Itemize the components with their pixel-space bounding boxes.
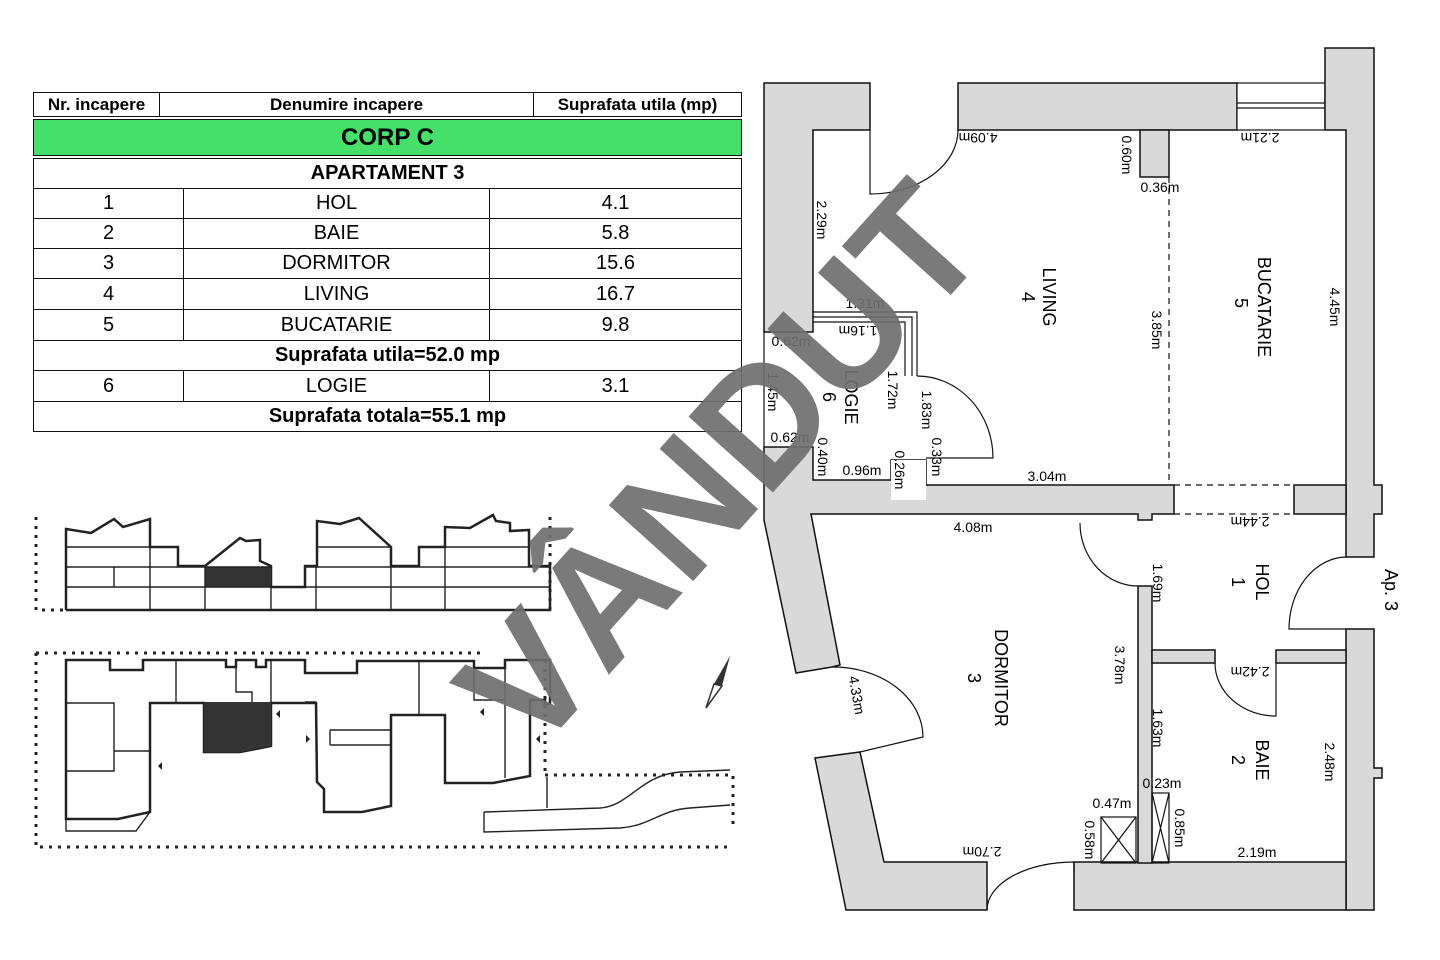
- dimension: 0.23m: [1143, 775, 1182, 791]
- north-arrow-icon: [705, 656, 730, 709]
- dimension: 1.16m: [839, 323, 878, 339]
- dimension: 1.63m: [1150, 709, 1166, 748]
- dimension-labels: 4.09m 0.60m 0.36m 2.21m 2.29m 3.85m 4.45…: [765, 130, 1343, 860]
- entrance-label: Ap. 3: [1381, 569, 1401, 611]
- dimension: 4.09m: [959, 130, 998, 146]
- dimension: 3.85m: [1149, 311, 1165, 350]
- door: [831, 666, 924, 753]
- room-number: 1: [1228, 577, 1248, 587]
- dimension: 1.72m: [885, 371, 901, 410]
- dimension: 0.85m: [1172, 809, 1188, 848]
- floor-plan: [763, 47, 1383, 911]
- window: [1236, 82, 1326, 131]
- dimension: 4.45m: [1327, 288, 1343, 327]
- room-number: 3: [964, 673, 984, 683]
- dimension: 0.62m: [772, 333, 811, 349]
- room-living: LIVING: [1039, 267, 1059, 326]
- door: [986, 861, 1075, 911]
- apartment-highlight-plan: [204, 702, 271, 752]
- dimension: 1.83m: [919, 391, 935, 430]
- dimension: 0.62m: [771, 429, 810, 445]
- dimension: 1.69m: [1150, 564, 1166, 603]
- dimension: 2.70m: [963, 844, 1002, 860]
- site-plan: [34, 651, 735, 849]
- total-area: Suprafata totala=55.1 mp: [33, 401, 742, 432]
- dimension: 3.04m: [1028, 468, 1067, 484]
- gap: [891, 460, 926, 500]
- header-area: Suprafata utila (mp): [533, 92, 742, 117]
- entrance-door: [1288, 556, 1347, 630]
- dimension: 0.33m: [929, 438, 945, 477]
- dimension: 1.45m: [765, 373, 781, 412]
- room-number: 2: [1228, 755, 1248, 765]
- dimension: 3.78m: [1112, 646, 1128, 685]
- room-number: 4: [1018, 292, 1038, 302]
- door: [869, 129, 959, 195]
- door: [916, 375, 994, 459]
- dimension: 2.29m: [814, 201, 830, 240]
- room-number: 6: [819, 392, 839, 402]
- room-labels: LIVING 4 BUCATARIE 5 LOGIE 6 HOL 1 DORMI…: [819, 257, 1401, 781]
- dimension: 0.26m: [892, 451, 908, 490]
- dimension: 2.48m: [1322, 743, 1338, 782]
- corp-title: CORP C: [33, 119, 742, 156]
- room-logie: LOGIE: [841, 369, 861, 424]
- door: [1214, 662, 1277, 717]
- dimension: 2.44m: [1231, 514, 1270, 530]
- dimension: 0.47m: [1093, 795, 1132, 811]
- apartment-highlight-elevation: [205, 567, 271, 587]
- room-dormitor: DORMITOR: [991, 629, 1011, 727]
- dimension: 0.58m: [1082, 821, 1098, 860]
- dimension: 0.60m: [1119, 136, 1135, 175]
- dimension: 2.42m: [1231, 664, 1270, 680]
- dimension: 2.21m: [1241, 130, 1280, 146]
- room-bucatarie: BUCATARIE: [1254, 257, 1274, 357]
- dimension: 2.19m: [1238, 844, 1277, 860]
- dimension: 0.40m: [815, 438, 831, 477]
- dimension: 4.33m: [846, 675, 869, 716]
- room-baie: BAIE: [1252, 739, 1272, 780]
- dimension: 0.36m: [1141, 179, 1180, 195]
- door: [1079, 522, 1139, 587]
- room-number: 5: [1231, 298, 1251, 308]
- room-hol: HOL: [1252, 563, 1272, 600]
- dimension: 1.31m: [846, 295, 885, 311]
- dimension: 4.08m: [954, 519, 993, 535]
- building-elevation: [34, 513, 552, 612]
- dimension: 0.96m: [843, 462, 882, 478]
